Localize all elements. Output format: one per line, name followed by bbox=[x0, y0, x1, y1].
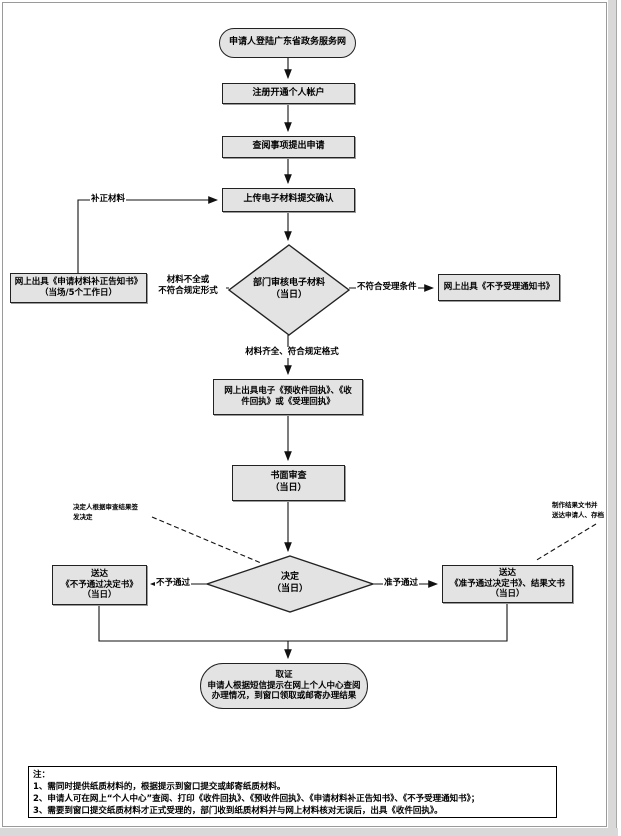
receipt-box: 网上出具电子《预收件回执》、《收 件回执》或《受理回执》 bbox=[213, 379, 363, 415]
footnote-line: 3、需要到窗口提交纸质材料才正式受理的，部门收到纸质材料并与网上材料核对无误后，… bbox=[33, 806, 443, 816]
annotation-result-doc: 制作结果文书并 送达申请人、存档 bbox=[552, 501, 604, 519]
edge-label-not-pass: 不予通过 bbox=[155, 578, 192, 589]
submit-application-box: 查阅事项提出申请 bbox=[222, 136, 355, 158]
edge-label-resubmit: 补正材料 bbox=[90, 194, 127, 205]
page-margin-right bbox=[608, 0, 617, 836]
written-review-box: 书面审查 （当日） bbox=[232, 465, 345, 501]
decision-diamond-label: 决定 （当日） bbox=[271, 572, 308, 594]
edge-label-not-acceptable: 不符合受理条件 bbox=[356, 282, 418, 293]
footnote-box: 注： 1、需同时提供纸质材料的，根据提示到窗口提交或邮寄纸质材料。 2、申请人可… bbox=[28, 766, 557, 818]
review-diamond-label: 部门审核电子材料 （当日） bbox=[252, 278, 325, 300]
register-account-box: 注册开通个人帐户 bbox=[222, 83, 355, 104]
footnote-line: 1、需同时提供纸质材料的，根据提示到窗口提交或邮寄纸质材料。 bbox=[33, 782, 286, 792]
decision-diamond-shape bbox=[204, 555, 376, 613]
upload-materials-box: 上传电子材料提交确认 bbox=[222, 188, 355, 212]
rejection-notice-box: 网上出具《不予受理通知书》 bbox=[438, 274, 560, 301]
edge-label-pass: 准予通过 bbox=[383, 578, 420, 589]
edge-label-incomplete: 材料不全或 不符合规定形式 bbox=[150, 275, 226, 297]
edge-label-complete: 材料齐全、符合规定格式 bbox=[241, 347, 343, 358]
correction-notice-box: 网上出具《申请材料补正告知书》 （当场/5个工作日） bbox=[10, 273, 147, 303]
start-node: 申请人登陆广东省政务服务网 bbox=[219, 28, 356, 58]
footnote-line: 2、申请人可在网上“个人中心”查阅、打印《收件回执》、《预收件回执》、《申请材料… bbox=[33, 794, 480, 804]
footnote-title: 注： bbox=[33, 770, 51, 780]
approve-decision-box: 送达 《准予通过决定书》、结果文书 （当日） bbox=[442, 565, 573, 603]
page-margin-bottom bbox=[0, 828, 618, 836]
deny-decision-box: 送达 《不予通过决定书》 （当日） bbox=[52, 565, 147, 605]
get-result-node: 取证 申请人根据短信提示在网上个人中心查阅 办理情况，到窗口领取或邮寄办理结果 bbox=[200, 663, 368, 709]
review-diamond-shape bbox=[227, 244, 351, 336]
annotation-decision-maker: 决定人根据审查结果签 发决定 bbox=[73, 503, 138, 521]
